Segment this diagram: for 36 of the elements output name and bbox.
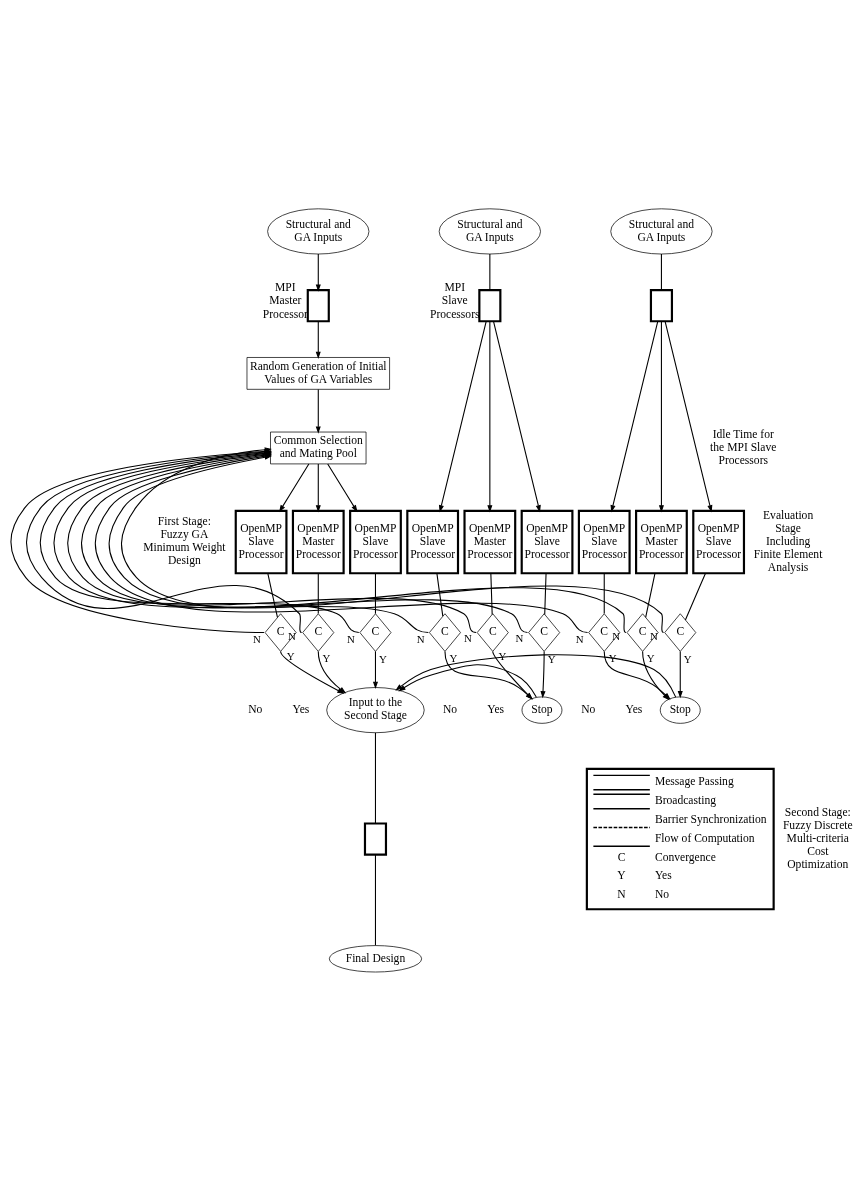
legend-label: Message Passing	[654, 775, 734, 789]
node-label: MPI Master Processor	[262, 281, 308, 321]
edge-label: Y	[449, 651, 458, 664]
edge-label: N	[287, 629, 296, 642]
edge-label: N	[515, 632, 524, 645]
legend-label: Flow of Computation	[654, 831, 755, 845]
edge-label: N	[464, 632, 472, 645]
edge-label: Y	[378, 652, 387, 665]
edge-label: Y	[322, 652, 331, 665]
label: No	[581, 702, 596, 716]
label: N	[617, 888, 626, 902]
edge-label: N	[347, 632, 355, 645]
legend-label: Convergence	[654, 850, 716, 864]
legend-label: Yes	[654, 869, 672, 883]
edge-label: N	[649, 629, 658, 642]
label: No	[442, 702, 458, 716]
edge-label: Y	[646, 652, 655, 665]
edge-label: N	[416, 632, 425, 645]
label: Yes	[625, 702, 643, 716]
legend-label: Broadcasting	[654, 794, 717, 808]
label: Yes	[292, 702, 310, 716]
label: C	[617, 850, 626, 864]
label: Second Stage: Fuzzy Discrete Multi-criteria Cost Optimization	[782, 805, 853, 871]
edge-label: Y	[683, 652, 692, 665]
label: Y	[617, 869, 626, 883]
edge-label: N	[252, 633, 261, 646]
edge-label: N	[575, 632, 584, 645]
label: Yes	[487, 702, 505, 716]
edge-label: Y	[547, 652, 556, 665]
label: Idle Time for the MPI Slave Processors	[710, 427, 777, 467]
legend-label: Barrier Synchronization	[654, 812, 767, 826]
label: First Stage: Fuzzy GA Minimum Weight Design	[143, 515, 226, 568]
edge-label: Y	[286, 649, 295, 662]
label: No	[248, 702, 263, 716]
legend-label: No	[654, 888, 670, 902]
edge-label: N	[612, 629, 621, 642]
